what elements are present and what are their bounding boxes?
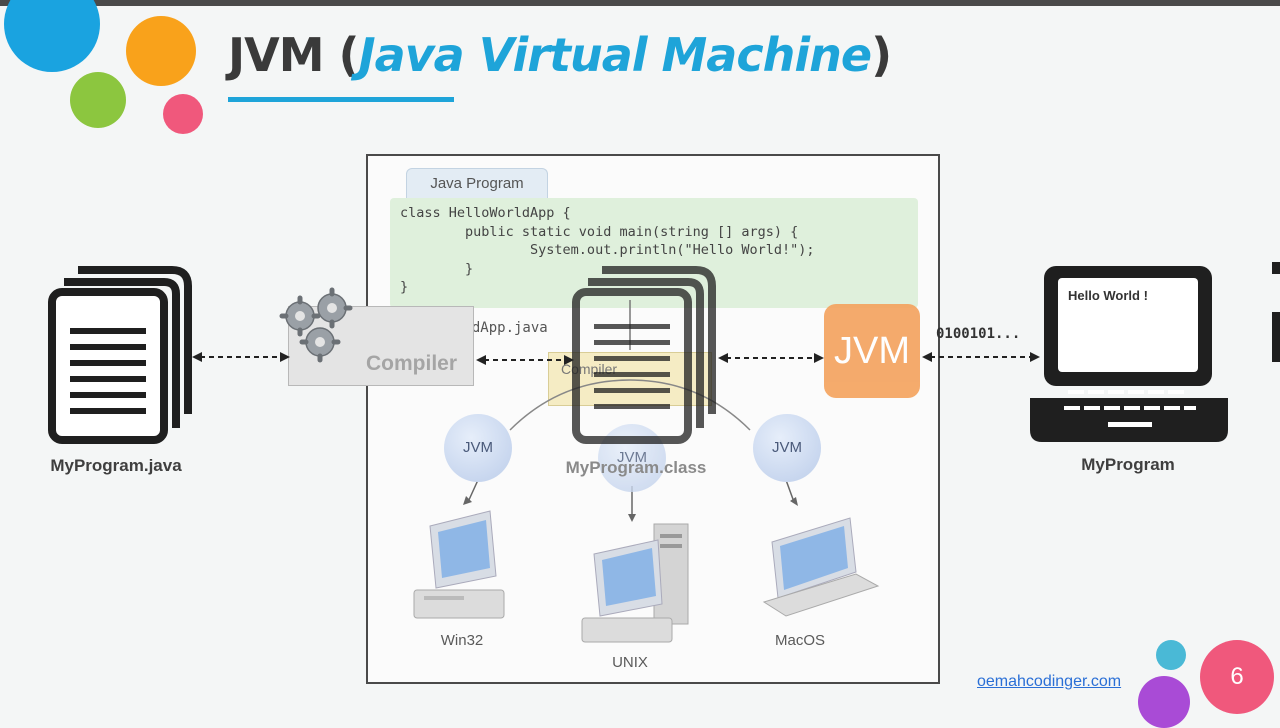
code-line: public static void main(string [] args) … [400, 223, 799, 240]
code-line: } [400, 279, 409, 295]
macos-laptop-icon [762, 517, 880, 617]
decor-dot-green [70, 72, 126, 128]
page-number-badge: 6 [1200, 640, 1274, 714]
code-line: class HelloWorldApp { [400, 205, 571, 221]
laptop-icon [1030, 266, 1228, 442]
java-file-label: MyProgram.java [50, 456, 182, 475]
slide-title: JVM (Java Virtual Machine) [228, 28, 892, 82]
platform-label-macos: MacOS [774, 632, 825, 649]
java-program-tab: Java Program [406, 168, 548, 200]
program-label: MyProgram [1081, 455, 1175, 474]
laptop-screen-text: Hello World ! [1068, 288, 1148, 303]
unix-computer-icon [581, 523, 689, 643]
class-file-label: MyProgram.class [565, 458, 707, 477]
jvm-ball-macos: JVM [753, 414, 821, 482]
title-underline [228, 97, 454, 102]
cropped-edge-shape [1272, 262, 1280, 274]
class-file-icon [572, 266, 716, 444]
win32-computer-icon [413, 510, 505, 619]
decor-dot-teal [1156, 640, 1186, 670]
footer-url-link[interactable]: oemahcodinger.com [977, 673, 1122, 690]
platform-label-unix: UNIX [612, 654, 648, 671]
java-file-icon [48, 266, 192, 444]
decor-dot-pink [163, 94, 203, 134]
code-line: System.out.println("Hello World!"); [400, 242, 815, 258]
code-line: } [400, 260, 474, 277]
gears-icon [279, 287, 353, 363]
jvm-ball-unix: JVM [598, 424, 666, 492]
cropped-edge-shape [1272, 312, 1280, 362]
jvm-box: JVM [824, 304, 920, 398]
jvm-ball-win32: JVM [444, 414, 512, 482]
platform-label-win32: Win32 [440, 632, 484, 649]
bytecode-label: 0100101... [936, 326, 1021, 342]
compiler-label: Compiler [366, 352, 458, 375]
decor-dot-orange [126, 16, 196, 86]
top-bar [0, 0, 1280, 6]
decor-dot-purple [1138, 676, 1190, 728]
